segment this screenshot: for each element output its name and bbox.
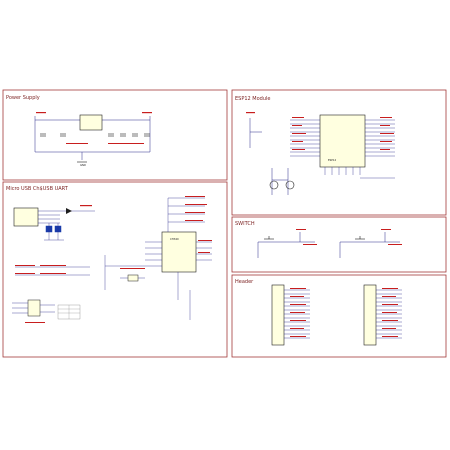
- switch-title: SWITCH: [235, 221, 255, 227]
- switch-buttons: [264, 236, 365, 240]
- ch340-crystal-label: [120, 268, 145, 269]
- ch340-net-labels: [185, 196, 212, 253]
- power-capacitors: [40, 133, 150, 137]
- header-connector-left: [271, 284, 285, 346]
- power-gnd-label: GND: [80, 163, 86, 167]
- usb-uart-title: Micro USB Ch$USB UART: [6, 186, 69, 192]
- esp12-right-pins: [365, 119, 395, 157]
- ch340-right-pins: [196, 241, 212, 261]
- header-panel: [231, 274, 447, 358]
- truth-table-lines: [58, 305, 80, 319]
- ch340-chip: [161, 231, 197, 273]
- uart-net-wires: [15, 266, 90, 276]
- ch340-chip-label: CH340: [170, 237, 179, 241]
- usb-vbus-label: [80, 205, 92, 207]
- esp12-chip: [319, 114, 366, 168]
- power-supply-title: Power Supply: [6, 95, 40, 101]
- header-right-pins: [376, 289, 402, 339]
- switch-net-labels: [296, 229, 402, 245]
- voltage-regulator: [79, 114, 103, 131]
- esp12-module-panel: [231, 89, 447, 216]
- header-title: Header: [235, 279, 254, 285]
- usb-diode-wires: [44, 210, 95, 241]
- esp12-net-labels: [292, 117, 394, 150]
- esp12-transistors: [269, 180, 295, 190]
- ch340-top-nets: [167, 197, 205, 232]
- auto-reset-wires: [12, 302, 55, 314]
- micro-usb-connector: [13, 207, 39, 227]
- ch340-crystal: [127, 274, 139, 282]
- usb-connector-pins: [38, 210, 60, 224]
- switch-circuit: [257, 232, 400, 258]
- switch-panel: [231, 216, 447, 273]
- esp12-chip-label: ESP12: [328, 158, 336, 162]
- header-connector-right: [363, 284, 377, 346]
- esp12-left-pins: [290, 119, 320, 157]
- esp12-vcc-label: [246, 112, 255, 114]
- auto-reset-transistor: [27, 299, 41, 317]
- header-net-labels: [290, 288, 398, 337]
- usb-uart-panel: [2, 181, 228, 358]
- esp12-reset-circuit: [249, 118, 289, 195]
- uart-net-labels: [15, 265, 66, 274]
- usb-protection-diodes: [45, 225, 62, 233]
- auto-reset-label: [25, 322, 45, 323]
- power-supply-panel: [2, 89, 228, 181]
- esp12-module-title: ESP12 Module: [235, 96, 270, 102]
- power-net-labels: [36, 112, 152, 144]
- usb-power-diode: [66, 208, 72, 214]
- header-left-pins: [284, 289, 310, 339]
- ch340-left-pins: [145, 241, 162, 267]
- esp12-bottom-pins: [324, 167, 395, 179]
